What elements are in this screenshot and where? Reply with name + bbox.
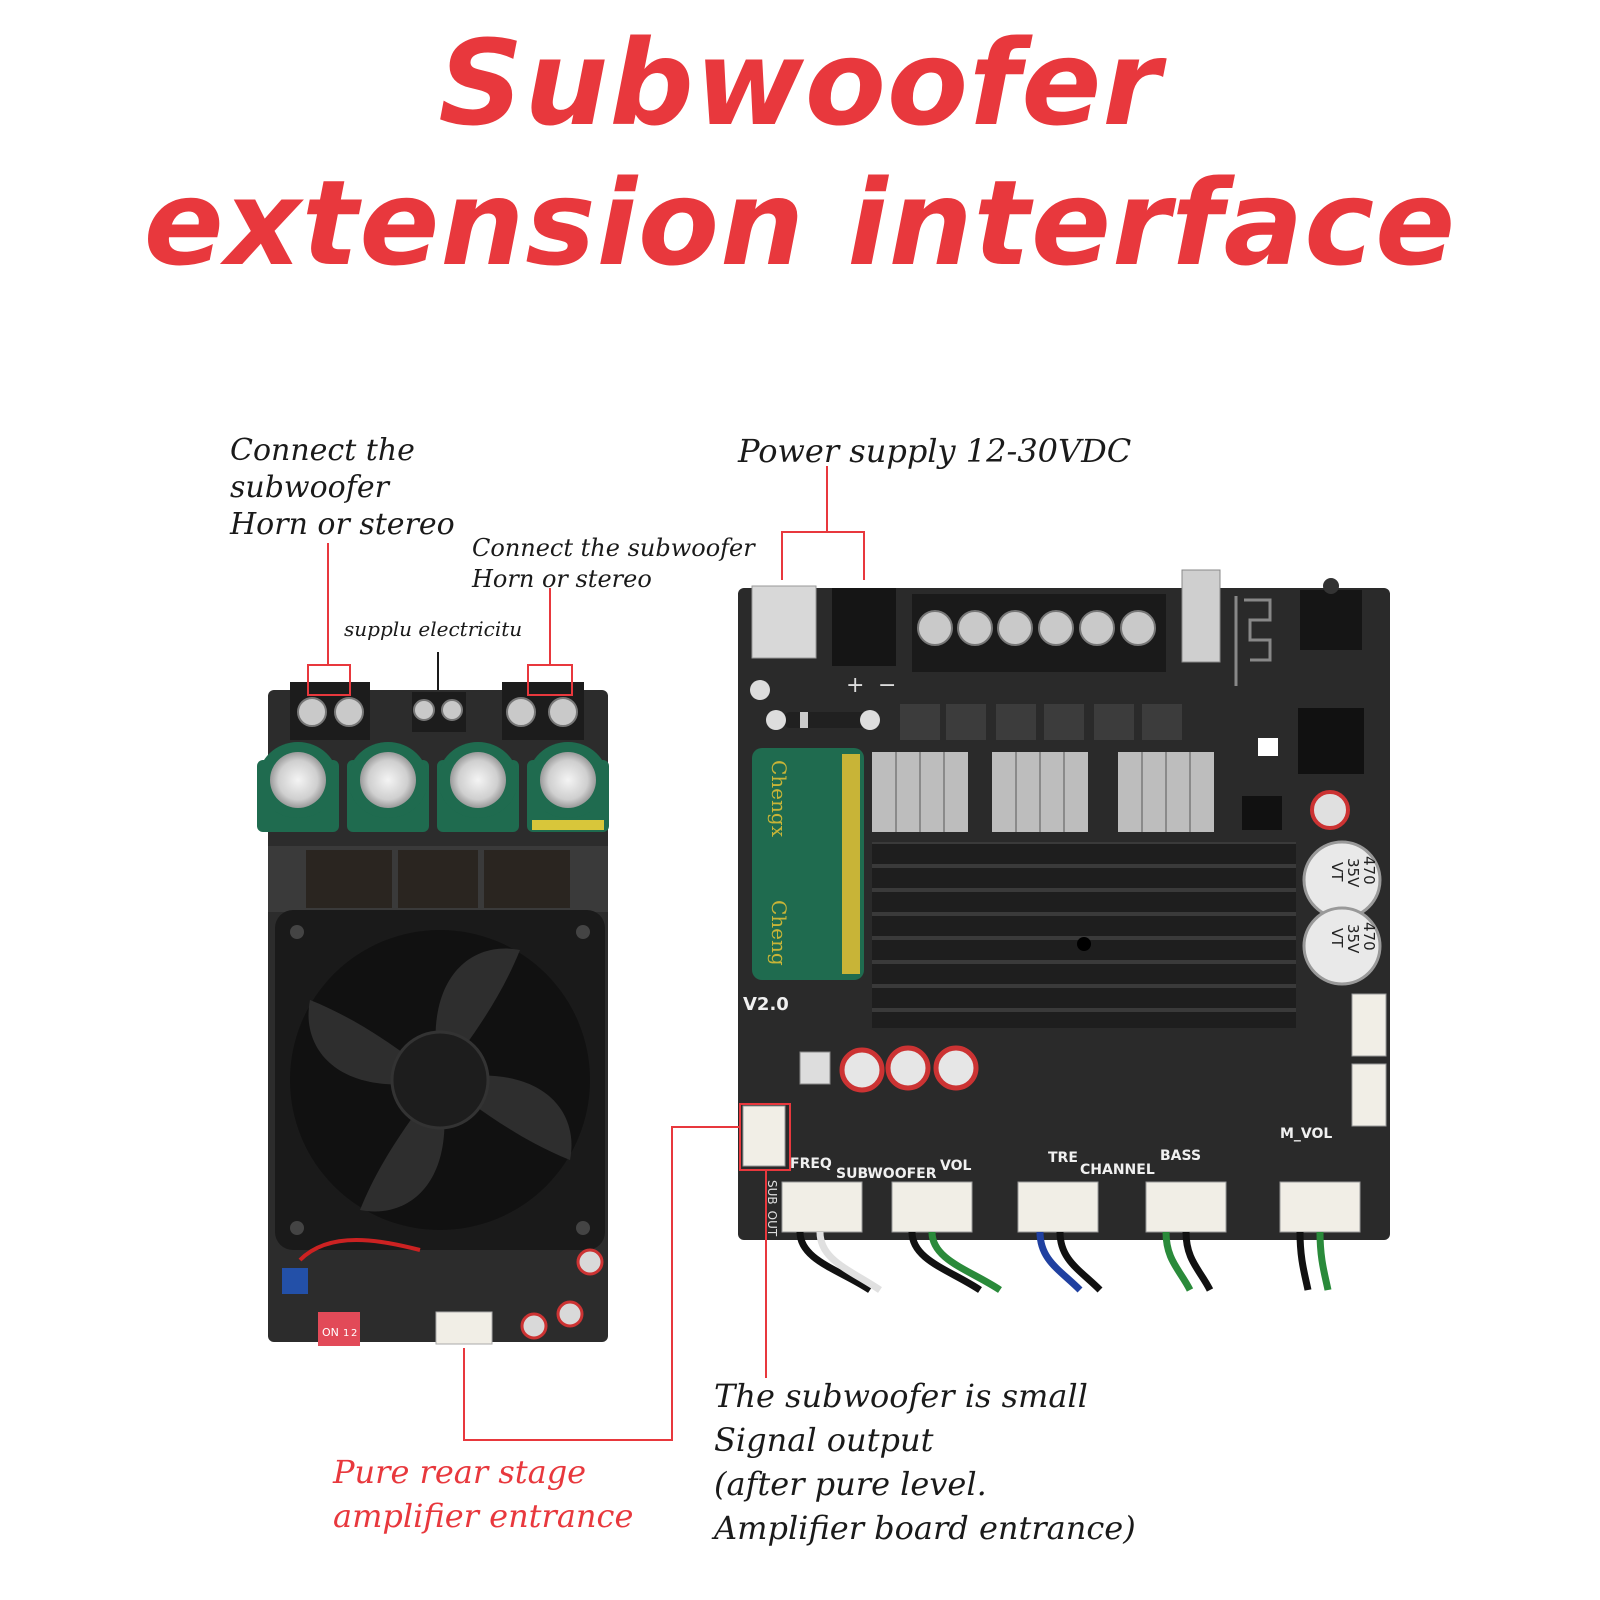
screw-icon: [1079, 610, 1115, 646]
main-capacitor: [752, 748, 864, 980]
screw-icon: [997, 610, 1033, 646]
screw-icon: [1038, 610, 1074, 646]
sub-out-label: SUB_OUT: [765, 1180, 779, 1237]
callout-connect-left-box: [307, 664, 351, 696]
screw-icon: [917, 610, 953, 646]
label-signal-output-line: (after pure level.: [714, 1465, 987, 1503]
cap-rating: 470: [1360, 856, 1378, 885]
cap-value: VT: [1328, 862, 1346, 882]
screw-icon: [506, 697, 536, 727]
small-capacitor: VT 35V 470: [1302, 906, 1382, 986]
label-connect-left: Connect the subwoofer Horn or stereo: [230, 432, 455, 543]
control-connectors: [781, 1181, 1361, 1233]
capacitor-brand: Chengx: [767, 760, 791, 838]
cap-voltage: 35V: [1344, 924, 1362, 954]
callout-connect-right-box: [527, 664, 573, 696]
input-connector: [435, 1311, 493, 1345]
label-connect-right: Connect the subwoofer Horn or stereo: [472, 533, 755, 595]
cap-voltage: 35V: [1344, 858, 1362, 888]
fan-hub: [390, 1030, 490, 1130]
label-connect-right-line: Horn or stereo: [472, 565, 652, 593]
cap-value: VT: [1328, 928, 1346, 948]
label-tre: TRE: [1048, 1150, 1078, 1166]
screw-icon: [441, 699, 463, 721]
audio-jack: [1300, 590, 1362, 650]
screw-icon: [413, 699, 435, 721]
side-connector: [1351, 1063, 1387, 1127]
dip-switch: [318, 1312, 360, 1346]
label-channel: CHANNEL: [1080, 1162, 1155, 1178]
sub-out-connector: [742, 1105, 786, 1167]
screw-icon: [548, 697, 578, 727]
label-connect-left-line: Horn or stereo: [230, 507, 455, 542]
dsp-chip: [1298, 708, 1364, 774]
dip-label-2: 2: [351, 1328, 357, 1339]
title-line-2: extension interface: [143, 154, 1457, 292]
label-subwoofer: SUBWOOFER: [836, 1166, 937, 1182]
label-connect-right-line: Connect the subwoofer: [472, 534, 755, 562]
label-signal-output-line: Signal output: [714, 1421, 934, 1459]
left-amplifier-board: ON 1 2: [257, 682, 609, 1346]
label-freq: FREQ: [790, 1156, 832, 1172]
side-connector: [1351, 993, 1387, 1057]
dip-label-1: 1: [343, 1328, 349, 1339]
right-control-board: + − Chengx Cheng: [738, 569, 1390, 1293]
label-signal-output-line: Amplifier board entrance): [714, 1509, 1136, 1547]
screw-icon: [334, 697, 364, 727]
wifi-antenna: [1234, 596, 1272, 686]
trim-potentiometer: [282, 1268, 308, 1294]
dip-label-on: ON: [322, 1326, 339, 1339]
label-signal-output-line: The subwoofer is small: [714, 1377, 1088, 1415]
capacitor-row: [257, 742, 609, 832]
callout-lines: [307, 466, 865, 1441]
label-connect-left-line: Connect the: [230, 433, 415, 468]
small-capacitor: VT 35V 470: [1302, 840, 1382, 920]
title-line-1: Subwoofer: [438, 14, 1162, 152]
label-vol: VOL: [940, 1158, 971, 1174]
capacitor-brand-2: Cheng: [767, 900, 791, 966]
output-inductors-top: [900, 704, 1182, 740]
usb-port: [1181, 569, 1221, 663]
dc-jack: [751, 585, 817, 659]
heatsink: [872, 842, 1296, 1028]
plus-mark: +: [846, 673, 864, 698]
board-version: V2.0: [743, 994, 789, 1015]
output-inductors: [872, 752, 1214, 832]
cap-rating: 470: [1360, 922, 1378, 951]
screw-icon: [1120, 610, 1156, 646]
label-rear-stage-line: amplifier entrance: [333, 1497, 634, 1535]
screw-icon: [297, 697, 327, 727]
screw-icon: [957, 610, 993, 646]
callout-power-bracket: [781, 531, 865, 580]
label-supply: supplu electricitu: [344, 617, 523, 641]
dc-jack-2: [832, 588, 896, 666]
label-signal-output: The subwoofer is small Signal output (af…: [714, 1374, 1136, 1550]
minus-mark: −: [878, 673, 896, 698]
control-cables: [796, 1231, 1332, 1293]
label-connect-left-line: subwoofer: [230, 470, 389, 505]
label-bass: BASS: [1160, 1148, 1201, 1164]
callout-rear-stage: [463, 1126, 740, 1441]
label-rear-stage-line: Pure rear stage: [333, 1453, 587, 1491]
label-power-supply: Power supply 12-30VDC: [738, 432, 1132, 470]
label-m-vol: M_VOL: [1280, 1126, 1332, 1142]
label-rear-stage: Pure rear stage amplifier entrance: [333, 1450, 633, 1538]
